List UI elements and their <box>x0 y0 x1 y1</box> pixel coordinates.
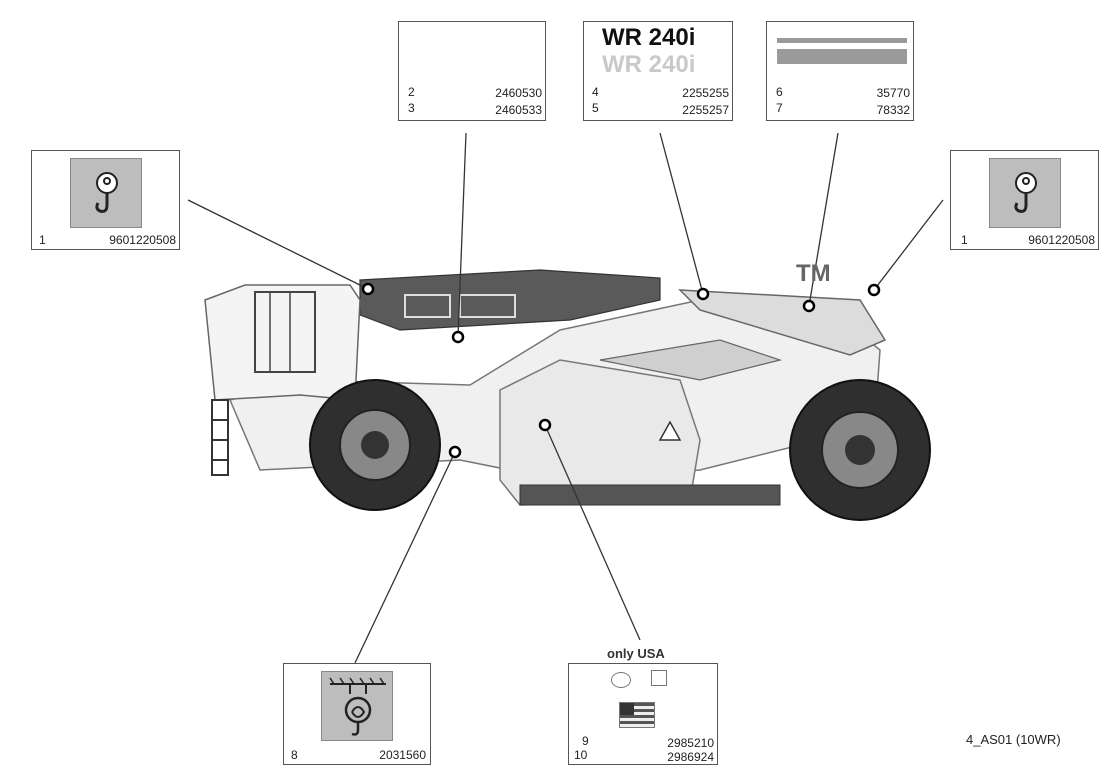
box-8-part: 2031560 <box>379 748 426 762</box>
decal-box-4-5: WR 240i WR 240i 4 2255255 5 2255257 <box>583 21 733 121</box>
stripe-decal-thin <box>777 38 907 43</box>
box-4-index: 4 <box>592 85 599 99</box>
lifting-hook-icon <box>70 158 142 228</box>
machine-body <box>204 269 931 521</box>
model-title-bold: WR 240i <box>602 24 696 51</box>
leader-lines <box>187 132 944 664</box>
box-4-part: 2255255 <box>682 86 729 100</box>
box-3-index: 3 <box>408 101 415 115</box>
logo-icon <box>651 670 667 686</box>
box-5-part: 2255257 <box>682 103 729 117</box>
us-flag-icon <box>619 702 655 728</box>
box-2-part: 2460530 <box>495 86 542 100</box>
figure-code: 4_AS01 (10WR) <box>966 732 1061 747</box>
box-10-index: 10 <box>574 748 588 762</box>
tie-down-icon <box>321 671 393 741</box>
box-9-part: 2985210 <box>667 736 714 750</box>
decal-box-8: 8 2031560 <box>283 663 431 765</box>
trademark-label: TM <box>796 260 831 287</box>
box-6-part: 35770 <box>876 86 910 100</box>
box-7-index: 7 <box>776 101 783 115</box>
box-5-index: 5 <box>592 101 599 115</box>
box-10-part: 2986924 <box>667 750 714 764</box>
lifting-hook-icon <box>989 158 1061 228</box>
decal-box-2-3: 2 2460530 3 2460533 <box>398 21 546 121</box>
box-1-left-index: 1 <box>39 233 46 247</box>
box-1-right-index: 1 <box>961 233 968 247</box>
model-title-light: WR 240i <box>602 51 696 78</box>
box-9-index: 9 <box>582 734 589 748</box>
decal-box-6-7: 6 35770 7 78332 <box>766 21 914 121</box>
box-1-right-part: 9601220508 <box>1028 233 1095 247</box>
decal-box-9-10: 9 2985210 10 2986924 <box>568 663 718 765</box>
decal-box-1-right: 1 9601220508 <box>950 150 1099 250</box>
stripe-decal-thick <box>777 49 907 64</box>
logo-icon <box>611 672 631 688</box>
box-7-part: 78332 <box>876 103 910 117</box>
box-1-left-part: 9601220508 <box>109 233 176 247</box>
box-8-index: 8 <box>291 748 298 762</box>
box-3-part: 2460533 <box>495 103 542 117</box>
box-6-index: 6 <box>776 85 783 99</box>
decal-box-1-left: 1 9601220508 <box>31 150 180 250</box>
only-usa-heading: only USA <box>607 646 665 661</box>
callout-points <box>361 282 881 459</box>
box-2-index: 2 <box>408 85 415 99</box>
